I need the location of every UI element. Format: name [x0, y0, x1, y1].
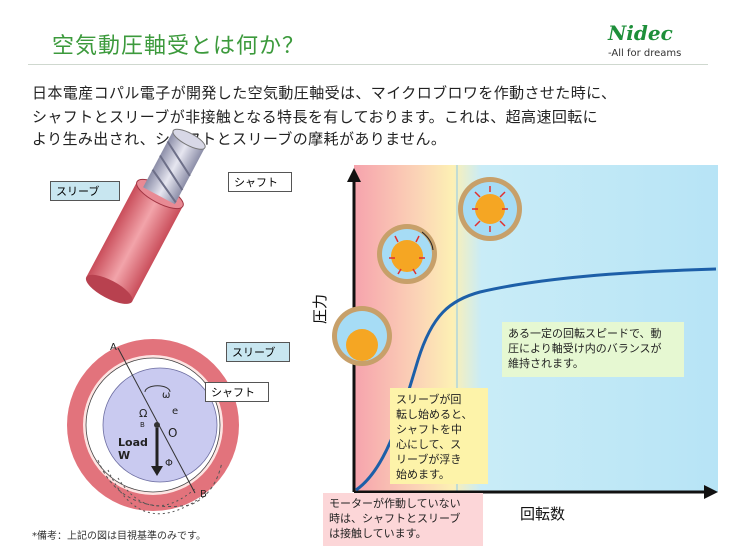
bearing-state-steady [458, 177, 522, 241]
sleeve-top-label: スリーブ [50, 181, 120, 201]
x-axis-label: 回転数 [520, 505, 565, 523]
load-label: Load [118, 436, 148, 449]
shaft-bottom-label: シャフト [205, 382, 269, 402]
note-steady: ある一定の回転スピードで、動圧により軸受け内のバランスが維持されます。 [502, 322, 684, 377]
page-title: 空気動圧軸受とは何か？ [52, 34, 306, 59]
footnote: *備考：上記の図は目視基準のみです。 [32, 531, 206, 542]
logo-tagline: -All for dreams [608, 48, 682, 59]
phi-label: Φ [165, 458, 173, 469]
bearing-state-stopped [332, 306, 392, 366]
sleeve-shaft-3d [85, 128, 206, 304]
title-divider [28, 64, 708, 65]
note-starting: スリーブが回転し始めると、シャフトを中 心にして、スリーブが浮き始めます。 [390, 388, 488, 484]
intro-line-2: シャフトとスリーブが非接触となる特長を有しております。これは、超高速回転に [32, 108, 599, 126]
b-small-label: B [140, 421, 145, 429]
y-axis-label: 圧力 [311, 294, 329, 324]
omega-upper-label: Ω [139, 407, 147, 420]
o-label: O [168, 426, 177, 440]
sleeve-bottom-label: スリーブ [226, 342, 290, 362]
w-label: W [118, 449, 130, 462]
e-label: e [172, 406, 178, 417]
nidec-logo: Nidec [608, 21, 673, 45]
point-b-label: B [200, 489, 207, 500]
bearing-cross-section [67, 339, 239, 515]
intro-line-3: より生み出され、シャフトとスリーブの摩耗がありません。 [32, 130, 447, 148]
intro-line-1: 日本電産コパル電子が開発した空気動圧軸受は、マイクロブロワを作動させた時に、 [32, 84, 617, 102]
bearing-state-starting [377, 224, 437, 284]
omega-lower-label: ω [162, 390, 170, 401]
shaft-top-label: シャフト [228, 172, 292, 192]
point-a-label: A [110, 342, 117, 353]
note-stopped: モーターが作動していない時は、シャフトとスリーブは接触しています。 [323, 493, 483, 546]
